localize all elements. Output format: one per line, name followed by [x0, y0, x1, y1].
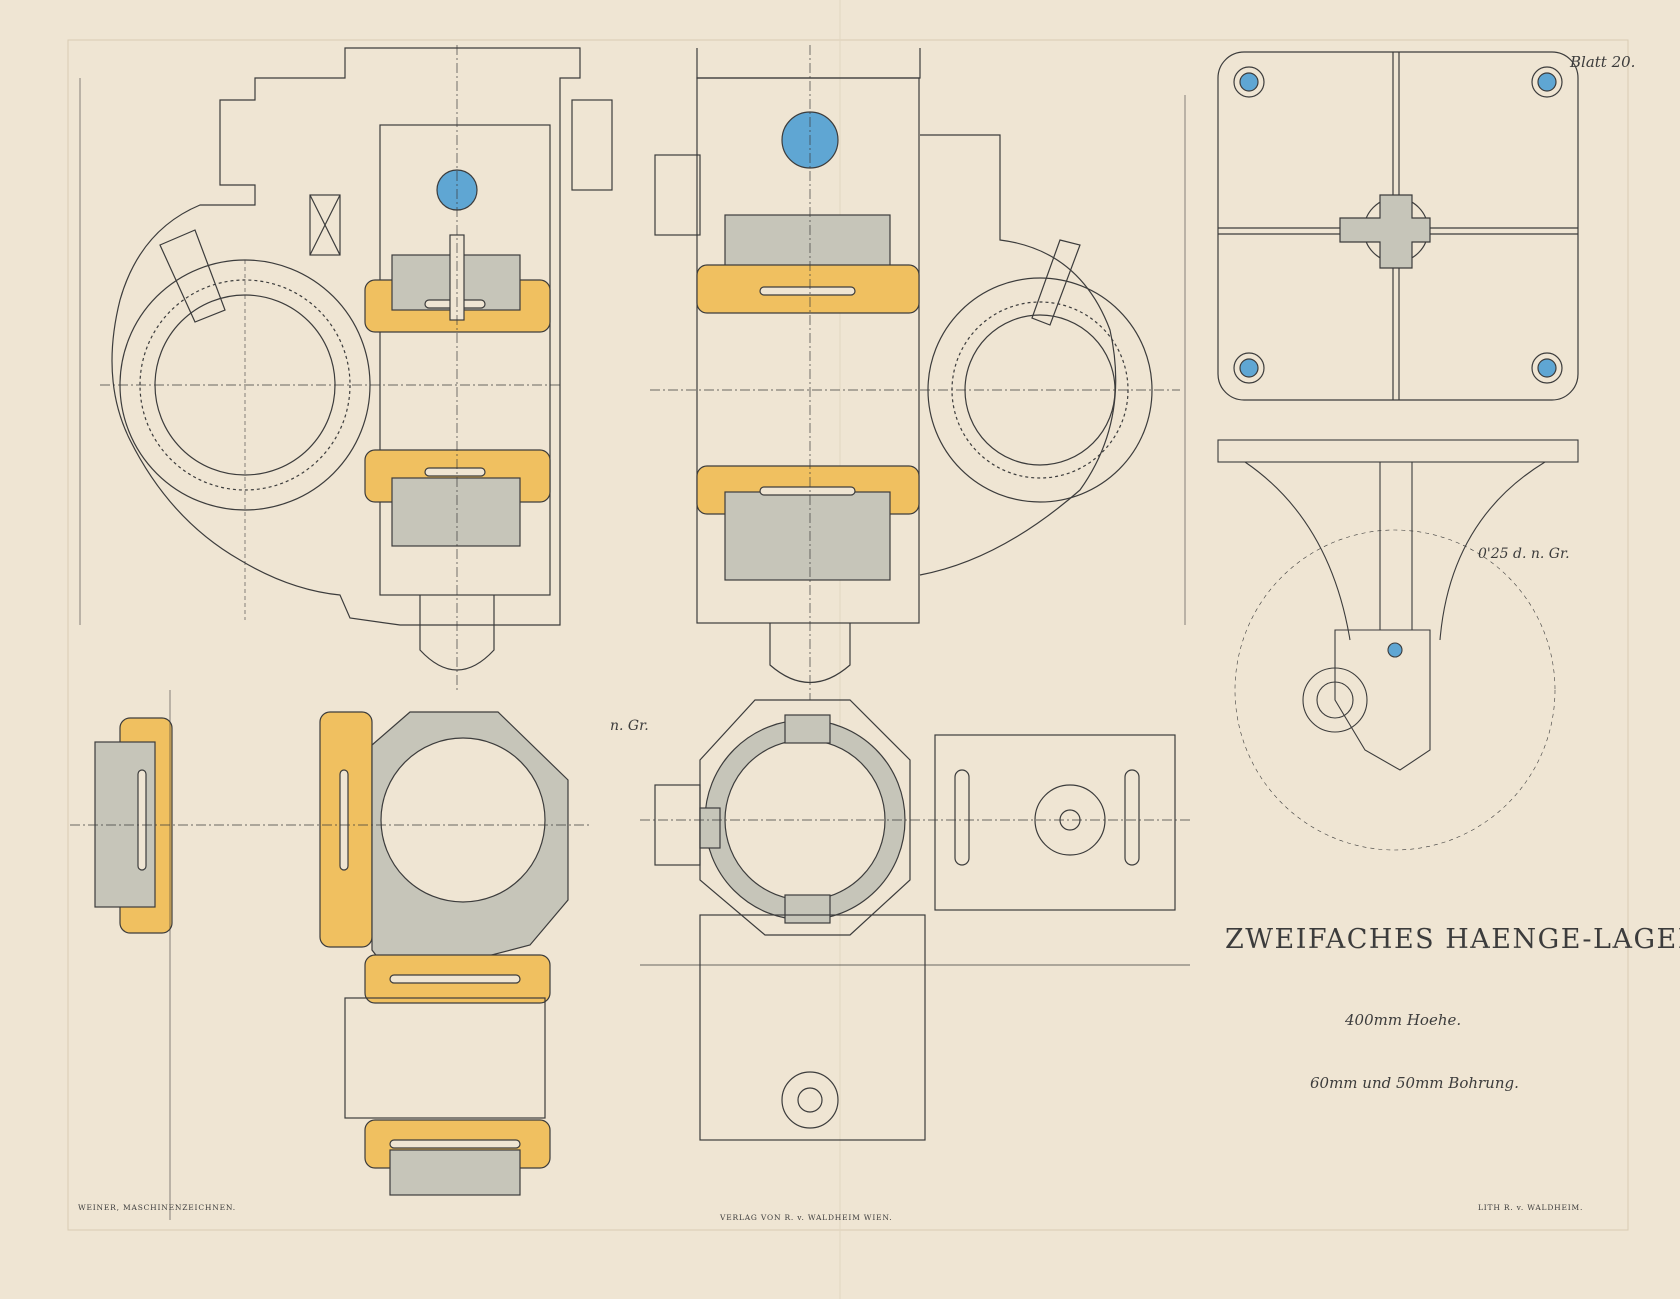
- bolt-hole-bottom-right: [1531, 352, 1563, 384]
- scale-note-small: 0'25 d. n. Gr.: [1478, 546, 1570, 562]
- bolt-hole-bottom-left: [1233, 352, 1265, 384]
- drawing-title: ZWEIFACHES HAENGE-LAGER.: [1225, 924, 1680, 955]
- casting-section-b: [391, 477, 521, 547]
- view-front-elevation-center: [650, 45, 1186, 700]
- view-bushing-details: [70, 690, 590, 1220]
- view-base-plate-plan: [1217, 51, 1579, 401]
- plate-border: [67, 39, 1629, 1231]
- footer-publisher: VERLAG VON R. v. WALDHEIM WIEN.: [719, 1213, 892, 1222]
- height-note: 400mm Hoehe.: [1344, 1011, 1461, 1029]
- view-ring-section: [640, 699, 1190, 1141]
- reference-circle: [1234, 529, 1556, 851]
- view-side-elevation-left: [79, 45, 613, 690]
- plate-number: Blatt 20.: [1569, 53, 1635, 71]
- footer-author: WEINER, MASCHINENZEICHNEN.: [78, 1203, 236, 1212]
- casting-section-c: [724, 491, 891, 581]
- scale-note-full: n. Gr.: [610, 718, 649, 734]
- footer-lithographer: LITH R. v. WALDHEIM.: [1478, 1203, 1583, 1212]
- bolt-hole-top-left: [1233, 66, 1265, 98]
- bore-note: 60mm und 50mm Bohrung.: [1310, 1074, 1519, 1092]
- view-small-scale-side: [1217, 439, 1579, 851]
- bolt-hole-top-right: [1531, 66, 1563, 98]
